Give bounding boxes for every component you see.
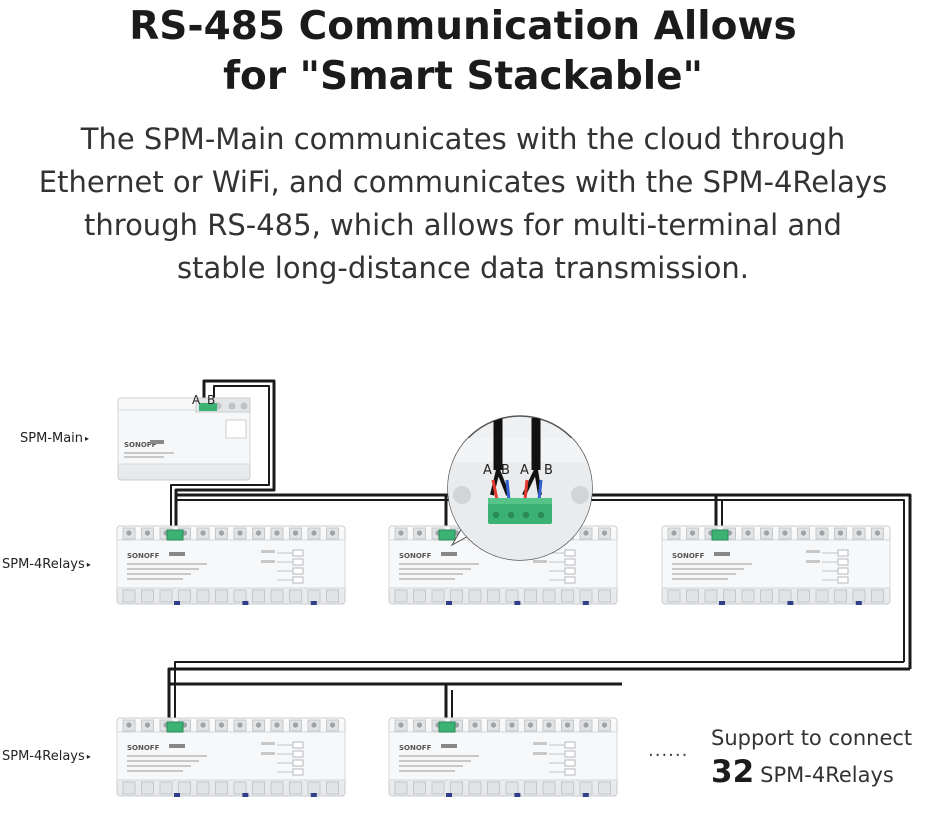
zoom-label-b2: B	[544, 463, 553, 478]
zoom-label-a2: A	[520, 463, 529, 478]
spm-main-device: SONOFF A B	[117, 393, 251, 481]
zoom-label-a1: A	[483, 463, 492, 478]
relay-brand-label: SONOFF	[672, 552, 705, 560]
main-brand-label: SONOFF	[124, 441, 157, 449]
label-spm-4relays-row1: SPM-4Relays▸	[2, 557, 91, 572]
relay-brand-label: SONOFF	[127, 552, 160, 560]
spm-4relays-device: SONOFF	[116, 525, 346, 605]
label-spm-main: SPM-Main▸	[20, 431, 89, 446]
label-relays-row1-text: SPM-4Relays	[2, 557, 85, 572]
spm-4relays-device: SONOFF	[388, 717, 618, 797]
relay-brand-label: SONOFF	[127, 744, 160, 752]
main-terminal-b: B	[207, 393, 215, 407]
label-relays-row2-text: SPM-4Relays	[2, 749, 85, 764]
cable-main-to-relay1-b	[170, 385, 270, 536]
cable-bus-row2	[167, 667, 910, 728]
description-line-4: stable long-distance data transmission.	[177, 251, 749, 285]
page-title: RS-485 Communication Allows for "Smart S…	[0, 2, 926, 102]
relay-brand-label: SONOFF	[399, 744, 432, 752]
title-line-2: for "Smart Stackable"	[223, 54, 703, 99]
label-arrow-icon: ▸	[86, 752, 91, 761]
main-terminal-a: A	[192, 393, 201, 407]
spm-4relays-device: SONOFF	[661, 525, 891, 605]
zoom-callout: A B A B	[447, 415, 593, 561]
description-line-3: through RS-485, which allows for multi-t…	[84, 208, 842, 242]
label-spm-4relays-row2: SPM-4Relays▸	[2, 749, 91, 764]
support-device: SPM-4Relays	[760, 763, 894, 787]
relay-brand-label: SONOFF	[399, 552, 432, 560]
cable-main-to-relay1	[174, 379, 276, 536]
description: The SPM-Main communicates with the cloud…	[0, 118, 926, 290]
label-spm-main-text: SPM-Main	[20, 431, 84, 446]
support-count: 32	[711, 754, 755, 790]
description-line-2: Ethernet or WiFi, and communicates with …	[38, 165, 888, 199]
description-line-1: The SPM-Main communicates with the cloud…	[80, 122, 846, 156]
cable-bus-row2-b	[174, 661, 904, 728]
cable-bus-row1-b	[176, 499, 905, 662]
label-arrow-icon: ▸	[85, 434, 90, 443]
title-line-1: RS-485 Communication Allows	[129, 4, 797, 49]
spm-4relays-device: SONOFF	[116, 717, 346, 797]
continuation-dots: ......	[648, 740, 689, 761]
zoom-label-b1: B	[501, 463, 510, 478]
label-arrow-icon: ▸	[86, 560, 91, 569]
support-line-1: Support to connect	[711, 726, 913, 750]
